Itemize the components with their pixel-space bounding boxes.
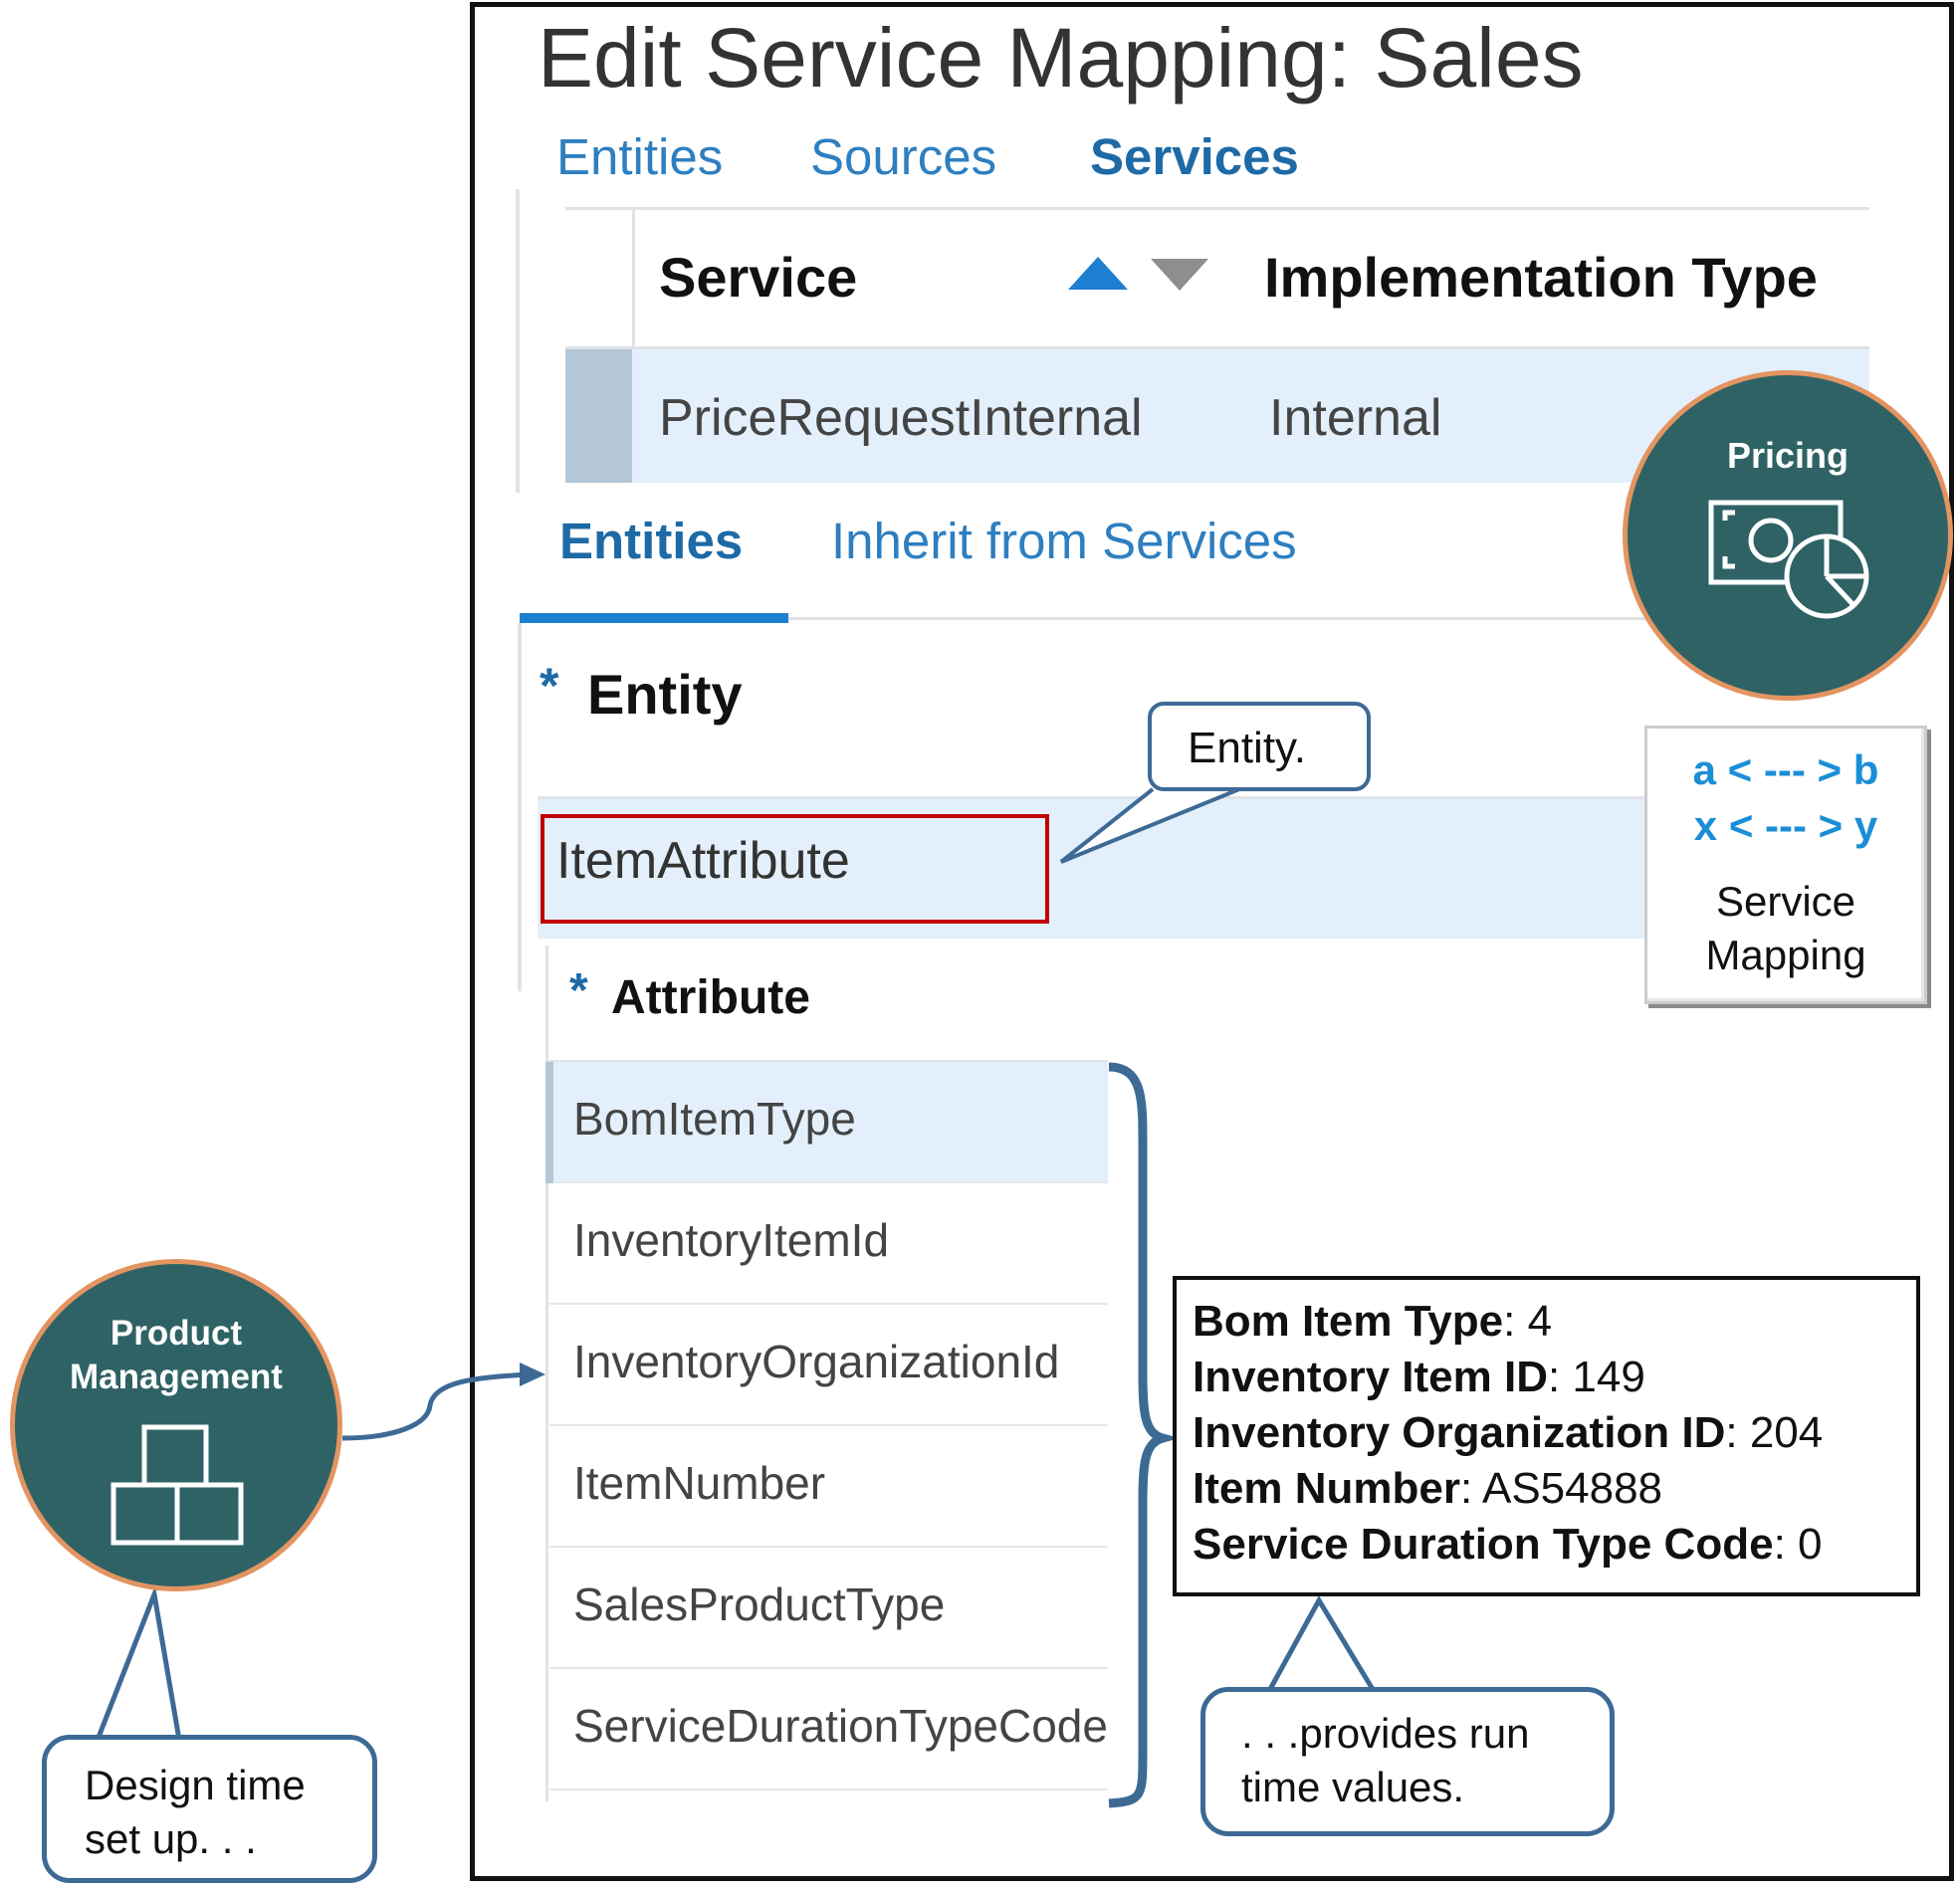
active-subtab-indicator: [520, 613, 788, 623]
runtime-value-line: Service Duration Type Code: 0: [1193, 1517, 1916, 1573]
tab-entities[interactable]: Entities: [556, 128, 724, 185]
subtab-entities[interactable]: Entities: [559, 513, 744, 569]
table-col-divider: [632, 207, 635, 346]
attribute-name: ServiceDurationTypeCode: [573, 1700, 1108, 1752]
screenshot-frame: [470, 2, 1954, 1881]
curly-brace: [1108, 1062, 1180, 1808]
attribute-row[interactable]: InventoryItemId: [549, 1183, 1108, 1305]
row-selector[interactable]: [545, 1062, 553, 1183]
runtime-callout-tail: [1266, 1594, 1377, 1693]
attribute-name: InventoryItemId: [573, 1214, 890, 1266]
attribute-column-header: Attribute: [611, 971, 810, 1024]
sort-ascending-icon[interactable]: [1068, 257, 1128, 290]
runtime-value-line: Inventory Organization ID: 204: [1193, 1405, 1916, 1461]
table-top-border: [565, 207, 1869, 210]
attribute-name: SalesProductType: [573, 1578, 946, 1630]
tab-sources[interactable]: Sources: [810, 128, 997, 185]
entity-header-border: [538, 796, 1652, 799]
service-mapping-box: a < --- > b x < --- > y Service Mapping: [1644, 726, 1927, 1004]
pricing-label: Pricing: [1726, 435, 1850, 476]
product-management-badge: Product Management: [10, 1259, 342, 1591]
runtime-value-line: Item Number: AS54888: [1193, 1461, 1916, 1517]
runtime-value-line: Bom Item Type: 4: [1193, 1294, 1916, 1350]
runtime-values-box: Bom Item Type: 4 Inventory Item ID: 149 …: [1173, 1276, 1920, 1596]
attribute-name: ItemNumber: [573, 1457, 826, 1509]
stacked-boxes-icon: [110, 1424, 244, 1546]
product-label-line-2: Management: [70, 1358, 283, 1396]
table-left-border: [516, 189, 520, 493]
runtime-callout: . . .provides run time values.: [1200, 1687, 1615, 1836]
attribute-row[interactable]: InventoryOrganizationId: [549, 1305, 1108, 1426]
runtime-value: : AS54888: [1459, 1464, 1663, 1513]
entity-highlight-box: [541, 814, 1049, 924]
sort-descending-icon[interactable]: [1151, 259, 1208, 291]
runtime-value-label: Inventory Organization ID: [1193, 1408, 1726, 1457]
required-marker: *: [569, 964, 588, 1017]
mapping-line-2: x < --- > y: [1693, 802, 1878, 849]
subtab-divider: [520, 617, 1913, 620]
entity-value: ItemAttribute: [556, 832, 850, 890]
attribute-row[interactable]: ServiceDurationTypeCode: [549, 1669, 1108, 1790]
runtime-value-line: Inventory Item ID: 149: [1193, 1350, 1916, 1405]
design-time-callout-tail: [95, 1584, 182, 1741]
mapping-line-1: a < --- > b: [1692, 746, 1879, 793]
entity-column-header: Entity: [587, 663, 743, 726]
table-header-border: [565, 346, 1869, 349]
row-selector[interactable]: [565, 349, 632, 483]
attribute-name: InventoryOrganizationId: [573, 1336, 1060, 1387]
subtab-inherit-from-services[interactable]: Inherit from Services: [831, 513, 1297, 569]
runtime-value: : 4: [1503, 1297, 1553, 1346]
runtime-callout-line-2: time values.: [1241, 1764, 1465, 1810]
arrow-head: [520, 1363, 545, 1386]
product-label-line-1: Product: [109, 1314, 243, 1353]
entity-callout-tail: [1059, 787, 1240, 864]
column-header-implementation-type[interactable]: Implementation Type: [1264, 246, 1818, 309]
design-time-callout: Design time set up. . .: [42, 1735, 377, 1883]
tab-services[interactable]: Services: [1090, 128, 1299, 185]
required-marker: *: [540, 658, 559, 714]
runtime-value-label: Inventory Item ID: [1193, 1353, 1548, 1401]
runtime-callout-line-1: . . .provides run: [1241, 1710, 1530, 1757]
pricing-badge: Pricing: [1623, 370, 1953, 701]
page-title: Edit Service Mapping: Sales: [538, 11, 1584, 105]
attribute-row[interactable]: SalesProductType: [549, 1548, 1108, 1669]
column-header-service[interactable]: Service: [659, 246, 858, 309]
service-cell: PriceRequestInternal: [659, 389, 1143, 447]
runtime-value-label: Service Duration Type Code: [1193, 1520, 1774, 1569]
connector-arrow: [341, 1371, 531, 1441]
runtime-value-label: Item Number: [1193, 1464, 1460, 1513]
entity-row[interactable]: [538, 799, 1652, 939]
design-callout-line-1: Design time: [85, 1762, 306, 1808]
runtime-value: : 149: [1547, 1353, 1645, 1401]
runtime-value-label: Bom Item Type: [1193, 1297, 1504, 1346]
entity-callout: Entity.: [1148, 702, 1371, 791]
runtime-value: : 0: [1773, 1520, 1823, 1569]
attribute-row[interactable]: BomItemType: [545, 1062, 1108, 1183]
attribute-name: BomItemType: [573, 1093, 856, 1145]
runtime-value: : 204: [1725, 1408, 1824, 1457]
attribute-row[interactable]: ItemNumber: [549, 1426, 1108, 1548]
money-pie-chart-icon: [1708, 500, 1869, 619]
entity-left-border: [518, 623, 522, 991]
mapping-label-1: Service: [1715, 878, 1856, 925]
design-callout-line-2: set up. . .: [85, 1815, 257, 1862]
attribute-left-border: [545, 945, 548, 1801]
implementation-type-cell: Internal: [1269, 389, 1442, 447]
entity-callout-text: Entity.: [1188, 724, 1307, 772]
mapping-label-2: Mapping: [1705, 932, 1866, 978]
attribute-header-border: [545, 1060, 1108, 1062]
